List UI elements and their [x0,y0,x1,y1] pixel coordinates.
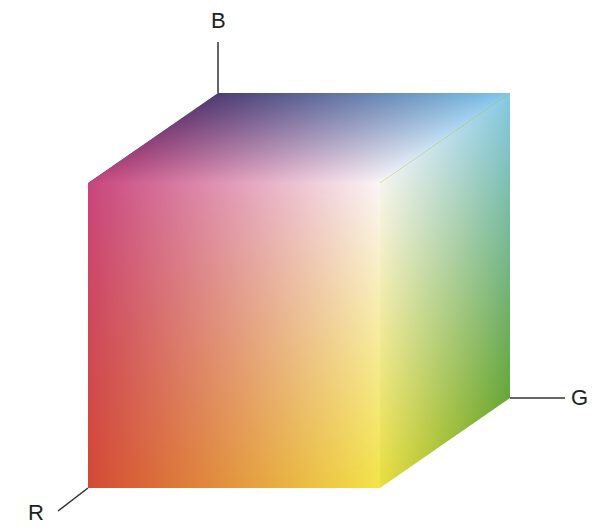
axis-lines [58,42,565,511]
axis-label: R [28,502,44,524]
axis-label: G [571,387,588,409]
axis-label: B [211,10,226,32]
front-face [88,183,380,488]
right-face [380,93,510,488]
